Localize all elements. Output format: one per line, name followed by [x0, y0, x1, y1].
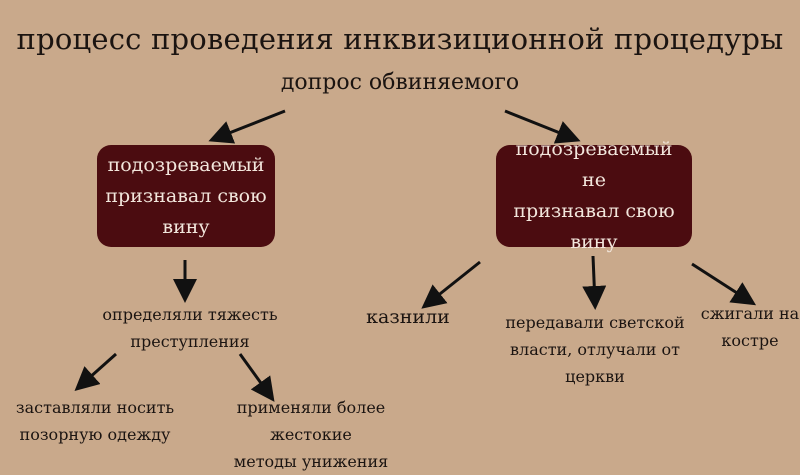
arrow-denied-to-executed	[421, 260, 481, 309]
root-node-interrogation: допрос обвиняемого	[280, 70, 520, 95]
arrow-root-to-denied	[504, 109, 581, 144]
arrow-denied-to-burned	[691, 262, 757, 306]
arrow-severity-to-clothing	[74, 352, 117, 391]
arrow-root-to-admitted	[208, 109, 286, 144]
node-burned-at-stake: сжигали на костре	[700, 304, 800, 350]
node-harsher-humiliation: применяли более жестокие методы унижения	[233, 398, 389, 471]
node-executed: казнили	[366, 306, 450, 328]
arrow-severity-to-humiliation	[238, 353, 275, 402]
arrow-denied-to-secular	[582, 255, 607, 310]
node-secular-excommunicated: передавали светской власти, отлучали от …	[505, 313, 685, 386]
node-shameful-clothing: заставляли носить позорную одежду	[15, 398, 175, 444]
diagram-title: процесс проведения инквизиционной процед…	[16, 22, 784, 56]
arrows-layer	[74, 109, 757, 402]
node-denied-guilt: подозреваемый не признавал свою вину	[496, 138, 692, 253]
node-determined-severity: определяли тяжесть преступления	[102, 305, 278, 351]
node-admitted-guilt: подозреваемый признавал свою вину	[97, 145, 275, 247]
